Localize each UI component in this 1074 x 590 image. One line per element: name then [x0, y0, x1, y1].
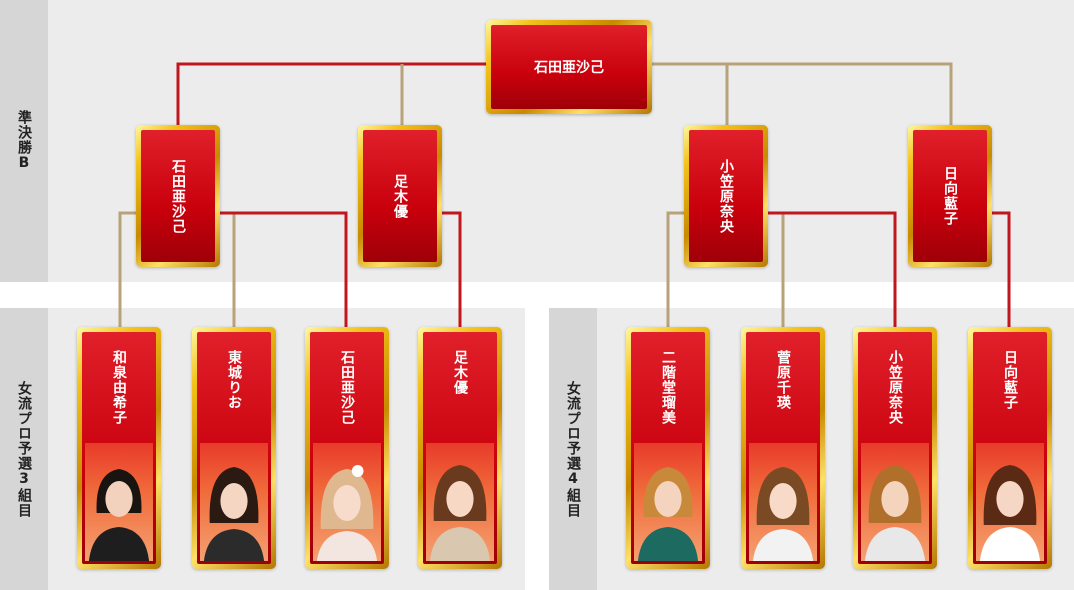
player-photo [426, 443, 494, 561]
player-card-g4-1[interactable]: 二階堂瑠美 [626, 327, 710, 569]
finalist-name: 日向藍子 [942, 166, 958, 226]
player-card-g3-4[interactable]: 足木優 [418, 327, 502, 569]
player-name: 石田亜沙己 [339, 350, 355, 425]
finalist-box-3[interactable]: 小笠原奈央 [684, 125, 768, 267]
player-card-g3-1[interactable]: 和泉由希子 [77, 327, 161, 569]
finalist-box-1[interactable]: 石田亜沙己 [136, 125, 220, 267]
group4-label-column: 女流プロ予選4組目 [549, 308, 597, 590]
player-name: 東城りお [226, 350, 242, 410]
player-photo [861, 443, 929, 561]
line-g3-izumi [118, 211, 140, 330]
player-photo [634, 443, 702, 561]
player-card-g4-3[interactable]: 小笠原奈央 [853, 327, 937, 569]
player-name: 小笠原奈央 [887, 350, 903, 425]
line-g3-ishida [216, 211, 348, 330]
player-photo [313, 443, 381, 561]
line-g4-nikaido [666, 211, 688, 330]
group4-label: 女流プロ予選4組目 [565, 380, 581, 518]
finalist-name: 小笠原奈央 [718, 158, 734, 234]
line-loser-right [648, 62, 953, 127]
finalist-box-2[interactable]: 足木優 [358, 125, 442, 267]
finalist-box-4[interactable]: 日向藍子 [908, 125, 992, 267]
semifinal-label: 準決勝B [16, 110, 32, 172]
winner-name: 石田亜沙己 [534, 60, 604, 76]
player-name: 二階堂瑠美 [660, 350, 676, 425]
winner-box[interactable]: 石田亜沙己 [486, 20, 652, 114]
player-name: 和泉由希子 [111, 350, 127, 425]
finalist-name: 足木優 [392, 173, 408, 219]
player-photo [85, 443, 153, 561]
line-winner-left [176, 62, 490, 127]
player-card-g3-3[interactable]: 石田亜沙己 [305, 327, 389, 569]
player-card-g4-2[interactable]: 菅原千瑛 [741, 327, 825, 569]
line-g4-hinata [988, 211, 1011, 330]
group3-label: 女流プロ予選3組目 [16, 380, 32, 518]
player-card-g4-4[interactable]: 日向藍子 [968, 327, 1052, 569]
player-name: 菅原千瑛 [775, 350, 791, 410]
line-g3-ashiki [438, 211, 462, 330]
line-g4-ogasawara [764, 211, 897, 330]
player-card-g3-2[interactable]: 東城りお [192, 327, 276, 569]
player-photo [976, 443, 1044, 561]
semifinal-label-column: 準決勝B [0, 0, 48, 282]
player-name: 日向藍子 [1002, 350, 1018, 410]
group3-label-column: 女流プロ予選3組目 [0, 308, 48, 590]
finalist-name: 石田亜沙己 [170, 158, 186, 234]
player-photo [200, 443, 268, 561]
player-name: 足木優 [452, 350, 468, 395]
player-photo [749, 443, 817, 561]
